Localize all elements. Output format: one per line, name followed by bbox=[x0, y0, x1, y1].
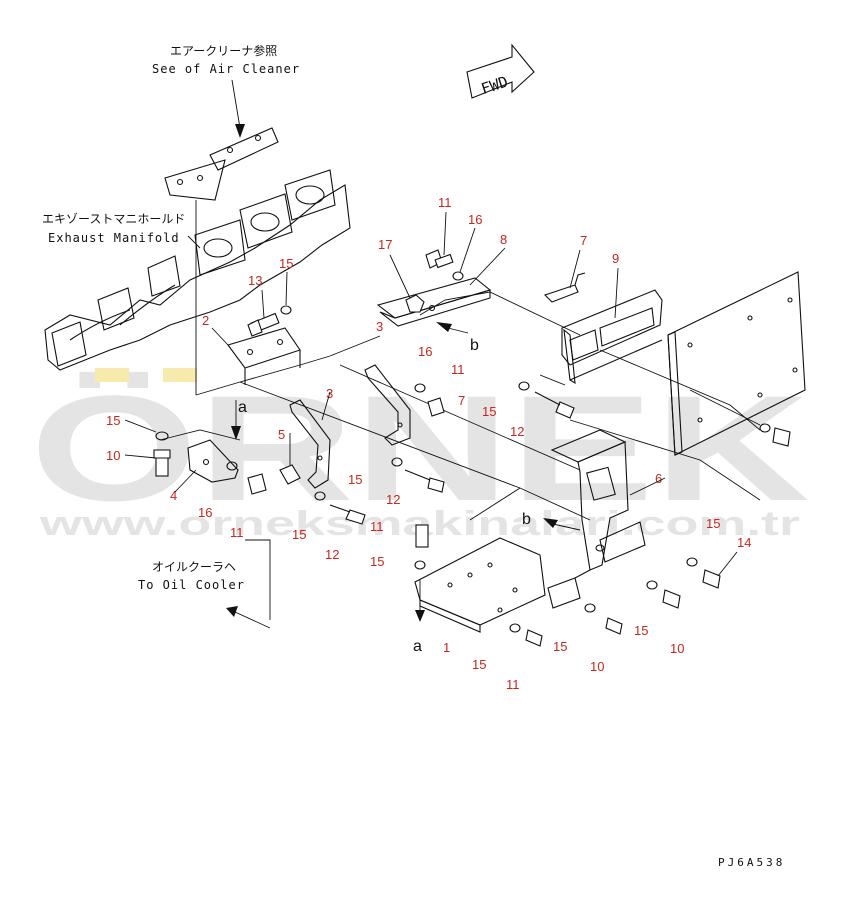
note-exhaust-en: Exhaust Manifold bbox=[48, 231, 180, 245]
callout: 16 bbox=[418, 344, 432, 359]
ref-a-upper: a bbox=[238, 399, 247, 416]
callout: 2 bbox=[202, 313, 209, 328]
note-oil-cooler-en: To Oil Cooler bbox=[138, 578, 245, 592]
callout: 3 bbox=[376, 319, 383, 334]
part-4-bracket bbox=[187, 439, 239, 483]
callout: 16 bbox=[198, 505, 212, 520]
note-oil-cooler-jp: オイルクーラヘ bbox=[152, 560, 236, 574]
fasteners bbox=[153, 381, 721, 647]
callout: 15 bbox=[472, 657, 486, 672]
callout: 9 bbox=[612, 251, 619, 266]
part-7-clip-upper bbox=[543, 272, 586, 303]
leader-air-cleaner bbox=[231, 79, 241, 129]
callout: 7 bbox=[580, 233, 587, 248]
leader-oil-cooler-2 bbox=[234, 611, 271, 629]
part-8-plate bbox=[376, 277, 492, 327]
nut-17 bbox=[405, 294, 425, 313]
arrow-air-cleaner bbox=[235, 124, 245, 138]
part-3-bracket-right bbox=[364, 364, 411, 446]
callout: 15 bbox=[348, 472, 362, 487]
callout: 15 bbox=[482, 404, 496, 419]
callout: 6 bbox=[655, 471, 662, 486]
callout: 11 bbox=[506, 677, 520, 692]
callout: 14 bbox=[737, 535, 751, 550]
leader-oil-cooler bbox=[245, 539, 271, 620]
callout: 8 bbox=[500, 232, 507, 247]
note-air-cleaner-en: See of Air Cleaner bbox=[152, 62, 300, 76]
callout: 11 bbox=[370, 519, 384, 534]
arrow-a-lower bbox=[415, 610, 425, 622]
callout: 17 bbox=[378, 237, 392, 252]
leader-exhaust bbox=[187, 235, 201, 249]
watermark: ÖRNEK www.orneksmakinalari.com.tr bbox=[30, 364, 810, 543]
watermark-accent-2 bbox=[163, 368, 197, 382]
callout: 13 bbox=[248, 273, 262, 288]
arrow-b-top bbox=[436, 322, 452, 332]
callout: 15 bbox=[292, 527, 306, 542]
side-panel bbox=[667, 271, 806, 456]
exhaust-manifold bbox=[44, 169, 351, 371]
arrow-oil-cooler bbox=[226, 606, 238, 617]
callout: 7 bbox=[458, 393, 465, 408]
callout: 16 bbox=[468, 212, 482, 227]
callout: 4 bbox=[170, 488, 177, 503]
part-3-bracket-left bbox=[289, 399, 331, 489]
bolt-13 bbox=[247, 312, 280, 337]
callout: 15 bbox=[706, 516, 720, 531]
callout: 12 bbox=[386, 492, 400, 507]
part-9-plate bbox=[561, 289, 663, 385]
part-2-bracket bbox=[227, 327, 301, 385]
part-1-plate bbox=[414, 537, 546, 633]
callout: 15 bbox=[279, 256, 293, 271]
callout: 11 bbox=[438, 195, 452, 210]
callout: 11 bbox=[230, 525, 244, 540]
callout: 5 bbox=[278, 427, 285, 442]
note-exhaust-jp: エキゾーストマニホールド bbox=[42, 212, 185, 226]
callout: 10 bbox=[670, 641, 684, 656]
callout-leaders bbox=[124, 211, 738, 577]
watermark-accent-1 bbox=[95, 368, 129, 382]
callout: 11 bbox=[451, 362, 465, 377]
callout: 12 bbox=[325, 547, 339, 562]
part-5-spacer bbox=[279, 464, 301, 485]
callout: 12 bbox=[510, 424, 524, 439]
ref-a-lower: a bbox=[413, 638, 422, 655]
ref-b-upper: b bbox=[470, 337, 479, 354]
fwd-indicator: FWD bbox=[466, 43, 535, 99]
drawing-number: PJ6A538 bbox=[718, 856, 785, 869]
callout: 10 bbox=[590, 659, 604, 674]
callout: 15 bbox=[634, 623, 648, 638]
ref-b-lower: b bbox=[522, 511, 531, 528]
part-6-bracket bbox=[547, 429, 646, 609]
bolt-11-top bbox=[425, 249, 454, 269]
air-cleaner-bracket bbox=[164, 127, 279, 395]
arrow-a-upper bbox=[231, 426, 241, 440]
note-air-cleaner-jp: エアークリーナ参照 bbox=[170, 43, 277, 58]
callout: 10 bbox=[106, 448, 120, 463]
callout: 1 bbox=[443, 640, 450, 655]
callout: 15 bbox=[553, 639, 567, 654]
arrow-b-lower bbox=[543, 518, 558, 528]
callout-numbers: 11 16 8 17 13 15 2 3 16 11 7 15 12 15 10… bbox=[106, 195, 751, 692]
callout: 15 bbox=[370, 554, 384, 569]
callout: 15 bbox=[106, 413, 120, 428]
